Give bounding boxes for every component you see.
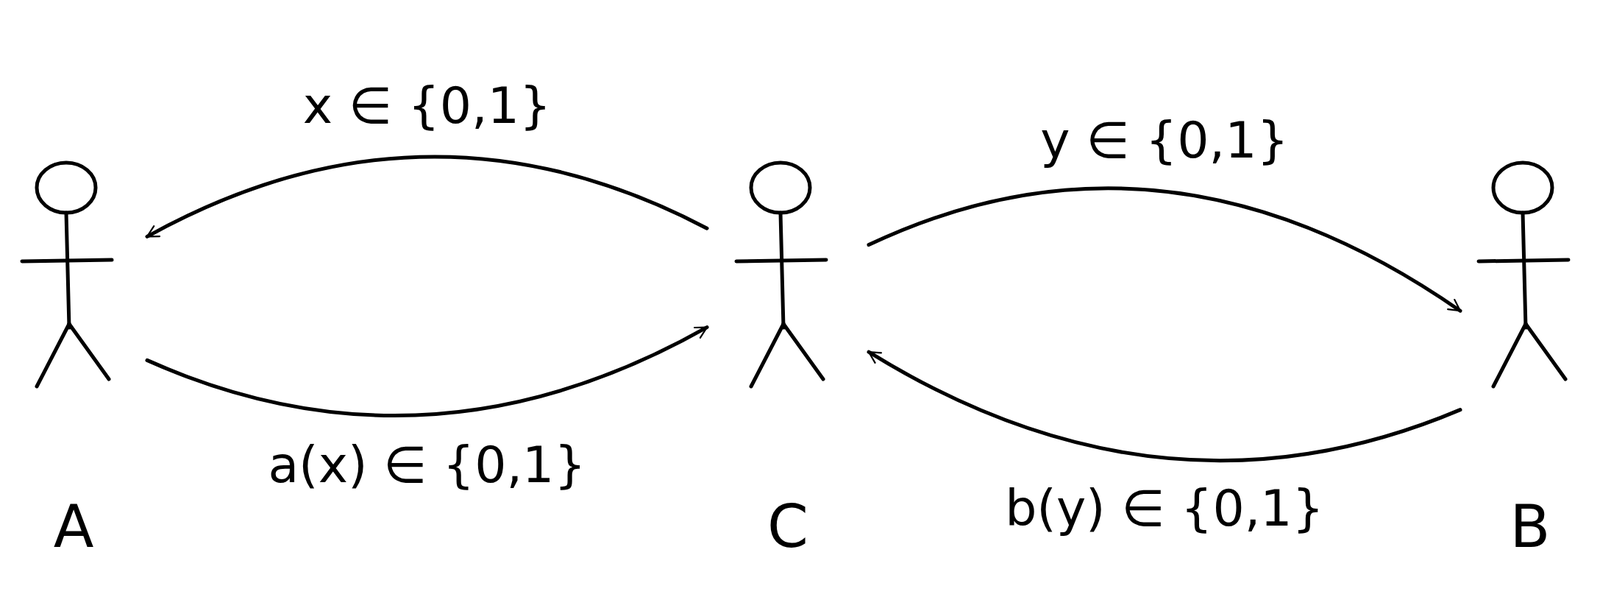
message-label: y ∈ {0,1} — [1035, 111, 1293, 170]
message-arrow — [147, 156, 707, 237]
message-label: b(y) ∈ {0,1} — [1000, 479, 1329, 538]
message-arrow — [868, 351, 1461, 460]
stick-figure — [0, 158, 133, 401]
person-node: A — [0, 158, 148, 571]
message-arrow — [147, 327, 707, 416]
stick-figure — [1460, 158, 1586, 401]
person-name: B — [1460, 492, 1600, 561]
person-node: C — [706, 158, 869, 571]
message-arrow — [868, 188, 1461, 311]
person-name: C — [706, 492, 869, 561]
message-label: x ∈ {0,1} — [298, 77, 556, 135]
person-name: A — [0, 492, 148, 561]
stick-figure — [706, 158, 855, 401]
person-node: B — [1460, 158, 1600, 571]
message-label: a(x) ∈ {0,1} — [263, 436, 590, 494]
